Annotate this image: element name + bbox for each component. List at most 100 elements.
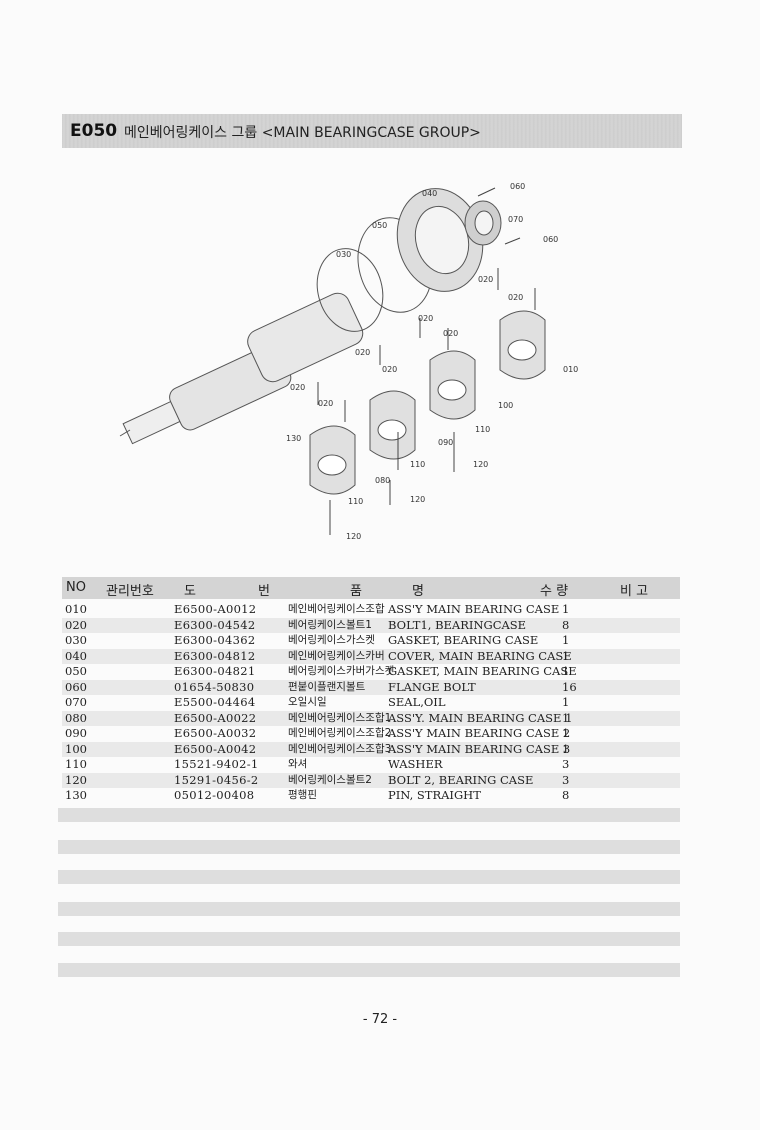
korean-name-cell: 오일시일	[288, 696, 327, 708]
col-qty: 수 량	[540, 584, 569, 599]
callout-110b: 110	[410, 460, 425, 469]
part-number-cell: E6500-A0012	[174, 602, 257, 616]
quantity-cell: 1	[562, 664, 570, 678]
part-number-cell: E6300-04812	[174, 648, 256, 663]
col-part-no-1: 도	[184, 584, 196, 599]
korean-name-cell: 메인베어링케이스조합3	[288, 742, 392, 755]
bearing-case-010-drawing	[499, 310, 546, 380]
crankshaft-drawing	[119, 292, 364, 445]
callout-120b: 120	[410, 495, 425, 504]
callout-040: 040	[422, 189, 437, 198]
quantity-cell: 8	[562, 617, 570, 632]
english-name-cell: ASS'Y MAIN BEARING CASE 3	[388, 741, 571, 756]
part-number-cell: 15291-0456-2	[174, 772, 259, 787]
part-no-cell: 090	[65, 726, 87, 740]
english-name-cell: COVER, MAIN BEARING CASE	[388, 648, 572, 663]
col-no: NO	[66, 580, 86, 595]
callout-020b: 020	[508, 293, 523, 302]
part-number-cell: E6500-A0032	[174, 726, 257, 740]
korean-name-cell: 메인베어링케이스카버	[288, 649, 385, 662]
col-part-no-2: 번	[258, 584, 270, 599]
blank-row	[58, 840, 680, 854]
blank-row	[58, 932, 680, 946]
table-row: 060 01654-50830 편붙이플랜지볼트 FLANGE BOLT 16	[62, 679, 680, 695]
korean-name-cell: 베어링케이스볼트1	[288, 618, 372, 631]
part-no-cell: 080	[65, 710, 87, 725]
part-no-cell: 100	[65, 741, 87, 756]
quantity-cell: 1	[562, 648, 570, 663]
col-remarks: 비 고	[620, 584, 649, 599]
part-number-cell: 01654-50830	[174, 679, 255, 694]
korean-name-cell: 베어링케이스카버가스켓	[288, 665, 395, 677]
callout-010: 010	[563, 365, 578, 374]
callout-110c: 110	[348, 497, 363, 506]
callout-050: 050	[372, 221, 387, 230]
english-name-cell: FLANGE BOLT	[388, 679, 476, 694]
part-no-cell: 010	[65, 602, 87, 616]
korean-name-cell: 편붙이플랜지볼트	[288, 680, 366, 693]
header-band	[62, 114, 682, 148]
quantity-cell: 1	[562, 726, 570, 740]
english-name-cell: GASKET, MAIN BEARING CASE	[388, 664, 577, 678]
callout-020c: 020	[418, 314, 433, 323]
blank-row	[58, 808, 680, 822]
english-name-cell: BOLT 2, BEARING CASE	[388, 772, 534, 787]
part-number-cell: 15521-9402-1	[174, 757, 259, 771]
korean-name-cell: 평행핀	[288, 789, 317, 801]
part-no-cell: 070	[65, 695, 87, 709]
part-number-cell: E6500-A0022	[174, 710, 257, 725]
callout-100: 100	[498, 401, 513, 410]
part-number-cell: 05012-00408	[174, 788, 255, 802]
part-no-cell: 060	[65, 679, 87, 694]
callout-070: 070	[508, 215, 523, 224]
english-name-cell: BOLT1, BEARINGCASE	[388, 617, 527, 632]
part-no-cell: 120	[65, 772, 87, 787]
col-name-1: 품	[350, 584, 362, 599]
callout-020e: 020	[355, 348, 370, 357]
parts-table-header: NO 관리번호 도 번 품 명 수 량 비 고	[62, 577, 680, 599]
english-name-cell: ASS'Y MAIN BEARING CASE 2	[388, 726, 571, 740]
callout-060: 060	[510, 182, 525, 191]
exploded-parts-diagram: 040 060 070 060 050 030 020 020 020 020 …	[100, 160, 620, 560]
english-name-cell: ASS'Y. MAIN BEARING CASE 1	[388, 710, 573, 725]
english-name-cell: SEAL,OIL	[388, 695, 446, 709]
part-no-cell: 110	[65, 757, 87, 771]
quantity-cell: 1	[562, 741, 570, 756]
part-no-cell: 130	[65, 788, 87, 802]
diagram-callouts: 040 060 070 060 050 030 020 020 020 020 …	[286, 182, 578, 541]
blank-row	[58, 902, 680, 916]
callout-030: 030	[336, 250, 351, 259]
quantity-cell: 8	[562, 788, 570, 802]
part-number-cell: E5500-04464	[174, 695, 256, 709]
callout-120a: 120	[473, 460, 488, 469]
callout-110a: 110	[475, 425, 490, 434]
callout-020h: 020	[318, 399, 333, 408]
part-no-cell: 050	[65, 664, 87, 678]
bearing-case-100-drawing	[429, 350, 476, 420]
blank-row	[58, 870, 680, 884]
callout-120c: 120	[346, 532, 361, 541]
callout-020f: 020	[382, 365, 397, 374]
bolts-drawing	[317, 187, 536, 535]
callout-090: 090	[438, 438, 453, 447]
korean-name-cell: 메인베어링케이스조합1	[288, 711, 392, 724]
english-name-cell: WASHER	[388, 757, 443, 771]
korean-name-cell: 베어링케이스볼트2	[288, 773, 372, 786]
part-number-cell: E6500-A0042	[174, 741, 257, 756]
quantity-cell: 16	[562, 679, 577, 694]
bearing-case-080-drawing	[309, 425, 356, 495]
page-number: - 72 -	[362, 1012, 398, 1027]
quantity-cell: 1	[562, 633, 570, 647]
col-name-2: 명	[412, 584, 424, 599]
oil-seal-070-drawing	[464, 200, 502, 246]
